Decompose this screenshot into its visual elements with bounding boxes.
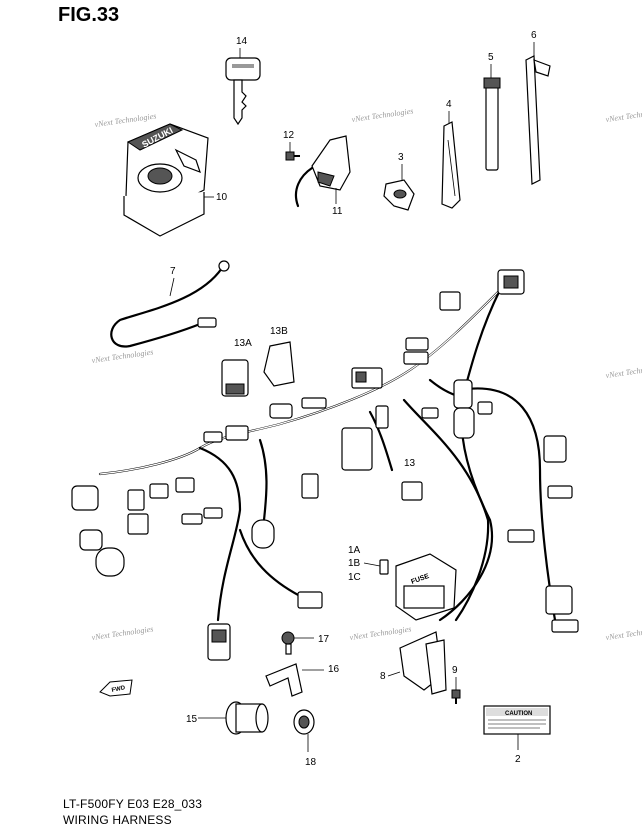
model-code: LT-F500FY E03 E28_033 <box>63 797 203 811</box>
part-relay-13a <box>221 359 249 397</box>
callout-label: 18 <box>305 757 317 768</box>
callout-label: 17 <box>318 634 330 645</box>
part-grommet-18 <box>293 709 315 735</box>
callout-label: 1C <box>348 572 361 583</box>
callout-label: 5 <box>488 52 494 63</box>
callout-label: 10 <box>216 192 228 203</box>
part-clamp-band-6 <box>525 55 551 185</box>
part-fuse-box: FUSE <box>379 553 457 621</box>
callout-label: 14 <box>236 36 248 47</box>
callout-label: 12 <box>283 130 295 141</box>
fwd-arrow-label: FWD <box>111 685 126 694</box>
part-screw-9 <box>451 689 461 704</box>
part-bracket-13b <box>263 341 295 387</box>
part-bracket-11 <box>294 135 351 208</box>
watermark: vNext Technologies <box>605 362 642 380</box>
watermark: vNext Technologies <box>349 624 412 642</box>
callout-label: 7 <box>170 266 176 277</box>
watermark: vNext Technologies <box>91 624 154 642</box>
watermark: vNext Technologies <box>605 106 642 124</box>
part-caution-label: CAUTION <box>483 705 551 735</box>
part-bracket-16 <box>265 663 303 697</box>
callout-label: 8 <box>380 671 386 682</box>
callout-label: 2 <box>515 754 521 765</box>
callout-label: 13B <box>270 326 288 337</box>
watermark: vNext Technologies <box>94 111 157 129</box>
callout-label: 3 <box>398 152 404 163</box>
caution-label-text: CAUTION <box>505 711 532 717</box>
fwd-arrow-icon: FWD <box>99 679 133 697</box>
figure-title: FIG.33 <box>58 4 120 26</box>
callout-label: 4 <box>446 99 452 110</box>
harness-connectors <box>71 269 579 661</box>
part-ignition-key <box>225 57 261 126</box>
part-bracket-8 <box>399 631 447 695</box>
callout-label: 1A <box>348 545 361 556</box>
part-relay-13 <box>401 481 423 501</box>
callout-label: 13 <box>404 458 416 469</box>
callout-label: 13A <box>234 338 252 349</box>
part-strap-4 <box>441 121 461 209</box>
callout-label: 9 <box>452 665 458 676</box>
part-screw <box>285 151 300 161</box>
main-harness <box>98 288 557 622</box>
callout-label: 11 <box>332 206 343 217</box>
part-bolt-17 <box>281 631 295 655</box>
part-socket-15 <box>225 701 269 735</box>
watermark: vNext Technologies <box>351 106 414 124</box>
part-clamp-3 <box>383 179 415 211</box>
callout-label: 6 <box>531 30 537 41</box>
callout-label: 16 <box>328 664 340 675</box>
part-ground-wire-7 <box>110 260 230 348</box>
part-ignition-switch: SUZUKI <box>123 123 209 237</box>
callout-label: 1B <box>348 558 361 569</box>
watermark: vNext Technologies <box>91 347 154 365</box>
figure-name: WIRING HARNESS <box>63 813 172 827</box>
callout-label: 15 <box>186 714 198 725</box>
watermark: vNext Technologies <box>605 624 642 642</box>
part-tie-band-5 <box>483 77 501 171</box>
